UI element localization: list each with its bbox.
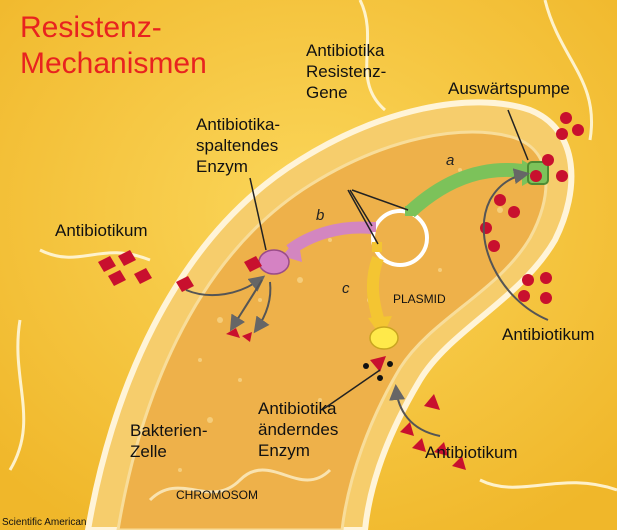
diagram-title: Resistenz- Mechanismen [20,10,207,82]
pathway-label-b: b [316,207,324,224]
image-credit: Scientific American [2,517,86,528]
pathway-label-c: c [342,280,350,297]
label-bacterial-cell: Bakterien- Zelle [130,420,207,462]
label-resistance-genes: Antibiotika Resistenz- Gene [306,40,386,103]
label-splitting-enzyme: Antibiotika- spaltendes Enzym [196,114,280,177]
label-plasmid: PLASMID [393,292,446,306]
label-chromosome: CHROMOSOM [176,488,258,502]
label-antibiotic-right: Antibiotikum [502,324,595,345]
label-antibiotic-left: Antibiotikum [55,220,148,241]
pathway-label-a: a [446,152,454,169]
label-efflux-pump: Auswärtspumpe [448,78,570,99]
gene-a-marker [405,206,415,216]
label-antibiotic-bottom: Antibiotikum [425,442,518,463]
pathway-c-arrow [373,258,380,325]
label-modifying-enzyme: Antibiotika änderndes Enzym [258,398,338,461]
splitting-enzyme [259,250,289,274]
